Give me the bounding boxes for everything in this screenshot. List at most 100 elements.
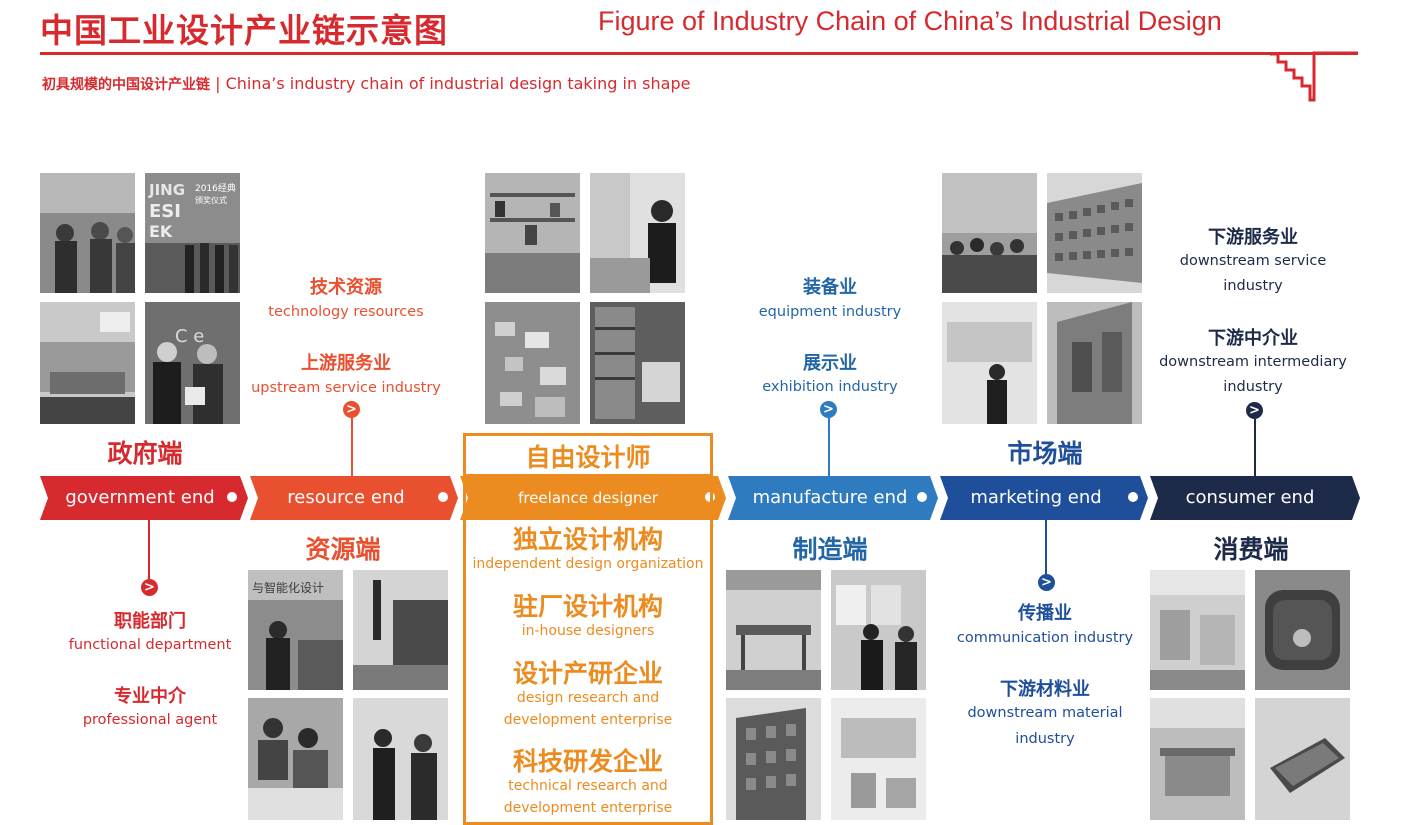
photo-consumer-3 <box>1150 698 1245 820</box>
arrow-node-manufacture: > <box>820 401 837 418</box>
chain-dot-1 <box>227 492 237 502</box>
segment-title-freelance: 自由设计师 <box>525 443 651 472</box>
svg-text:C e: C e <box>175 326 204 347</box>
consumer-item-2-en2: industry <box>1223 379 1283 395</box>
arrow-node-resource: > <box>343 401 360 418</box>
consumer-item-1-en2: industry <box>1223 278 1283 294</box>
manufacture-item-1-en: equipment industry <box>758 304 902 320</box>
svg-text:JING: JING <box>148 181 185 199</box>
segment-label-marketing: marketing end <box>970 487 1102 508</box>
freelance-item-1-cn: 独立设计机构 <box>512 525 663 554</box>
connector-resource <box>351 418 353 476</box>
marketing-item-2-cn: 下游材料业 <box>1000 679 1090 700</box>
photo-freelance-3 <box>485 302 580 424</box>
photo-freelance-2 <box>590 173 685 293</box>
government-item-2-en: professional agent <box>82 712 218 728</box>
segment-resource <box>250 476 458 520</box>
connector-consumer <box>1254 419 1256 476</box>
consumer-item-1-en1: downstream service <box>1179 253 1327 269</box>
manufacture-item-2-en: exhibition industry <box>762 379 898 395</box>
freelance-item-4-cn: 科技研发企业 <box>512 747 663 776</box>
header-rule <box>40 52 1358 55</box>
segment-label-resource: resource end <box>287 487 405 508</box>
resource-item-2-en: upstream service industry <box>251 380 441 396</box>
svg-text:2016经典: 2016经典 <box>195 182 236 194</box>
manufacture-item-2-cn: 展示业 <box>803 353 857 374</box>
photo-government-3 <box>40 302 135 424</box>
photo-consumer-2 <box>1255 570 1350 690</box>
photo-manufacture-3 <box>726 698 821 820</box>
svg-text:EK: EK <box>149 222 173 241</box>
marketing-item-1-en: communication industry <box>956 630 1134 646</box>
subtitle-cn: 初具规模的中国设计产业链 <box>42 77 210 93</box>
manufacture-item-1-cn: 装备业 <box>803 277 857 298</box>
photo-freelance-4 <box>590 302 685 424</box>
segment-marketing <box>940 476 1148 520</box>
consumer-item-2-en1: downstream intermediary <box>1159 354 1347 370</box>
industry-chain-bar <box>40 476 1360 520</box>
photo-marketing-1 <box>942 173 1037 293</box>
arrow-node-consumer: > <box>1246 402 1263 419</box>
freelance-item-3-en1: design research and <box>516 690 660 706</box>
photo-marketing-3 <box>942 302 1037 424</box>
government-item-1-cn: 职能部门 <box>114 611 186 632</box>
connector-manufacture <box>828 418 830 476</box>
marketing-item-2-en1: downstream material <box>967 705 1123 721</box>
chain-dot-4 <box>917 492 927 502</box>
freelance-frame-divider <box>463 474 713 477</box>
resource-item-1-en: technology resources <box>268 304 424 320</box>
photo-manufacture-1 <box>726 570 821 690</box>
corner-stair-decoration <box>1270 51 1358 102</box>
segment-freelance <box>460 476 726 520</box>
photo-marketing-2 <box>1047 173 1142 293</box>
svg-text:颁奖仪式: 颁奖仪式 <box>195 195 227 205</box>
page-title-cn: 中国工业设计产业链示意图 <box>40 11 448 50</box>
freelance-item-3-cn: 设计产研企业 <box>512 659 663 688</box>
consumer-item-1-cn: 下游服务业 <box>1208 227 1298 248</box>
photo-consumer-4 <box>1255 698 1350 820</box>
subtitle: 初具规模的中国设计产业链 | China’s industry chain of… <box>42 74 690 94</box>
svg-text:与智能化设计: 与智能化设计 <box>252 580 324 595</box>
segment-manufacture <box>728 476 938 520</box>
segment-title-government: 政府端 <box>107 439 183 468</box>
photo-manufacture-4 <box>831 698 926 820</box>
segment-title-consumer: 消费端 <box>1213 535 1289 564</box>
connector-marketing <box>1045 520 1047 576</box>
government-item-2-cn: 专业中介 <box>114 686 186 707</box>
svg-text:ESI: ESI <box>149 201 181 222</box>
marketing-item-1-cn: 传播业 <box>1018 603 1072 624</box>
freelance-item-1-en: independent design organization <box>472 556 704 572</box>
photo-consumer-1 <box>1150 570 1245 690</box>
freelance-item-2-en: in-house designers <box>521 623 655 639</box>
marketing-item-2-en2: industry <box>1015 731 1075 747</box>
freelance-item-4-en1: technical research and <box>508 778 668 794</box>
segment-title-resource: 资源端 <box>305 535 381 564</box>
consumer-item-2-cn: 下游中介业 <box>1208 328 1298 349</box>
photo-freelance-1 <box>485 173 580 293</box>
page-title-en: Figure of Industry Chain of China’s Indu… <box>598 6 1222 36</box>
segment-label-freelance: freelance designer <box>518 489 658 507</box>
chain-dot-2 <box>438 492 448 502</box>
photo-resource-4 <box>353 698 448 820</box>
subtitle-en: China’s industry chain of industrial des… <box>225 74 691 93</box>
freelance-item-2-cn: 驻厂设计机构 <box>512 592 663 621</box>
photo-government-1 <box>40 173 135 293</box>
arrow-node-marketing: > <box>1038 574 1055 591</box>
photo-marketing-4 <box>1047 302 1142 424</box>
photo-government-4: C e <box>145 302 240 424</box>
arrow-node-government: > <box>141 579 158 596</box>
freelance-item-4-en2: development enterprise <box>503 800 673 816</box>
segment-consumer <box>1150 476 1360 520</box>
freelance-item-3-en2: development enterprise <box>503 712 673 728</box>
connector-government <box>148 520 150 582</box>
segment-label-consumer: consumer end <box>1185 487 1315 508</box>
resource-item-2-cn: 上游服务业 <box>301 353 391 374</box>
segment-title-manufacture: 制造端 <box>792 535 868 564</box>
photo-resource-1: 与智能化设计 <box>248 570 343 690</box>
segment-title-marketing: 市场端 <box>1007 439 1083 468</box>
segment-government <box>40 476 248 520</box>
government-item-1-en: functional department <box>68 637 232 653</box>
photo-manufacture-2 <box>831 570 926 690</box>
segment-label-manufacture: manufacture end <box>752 487 908 508</box>
